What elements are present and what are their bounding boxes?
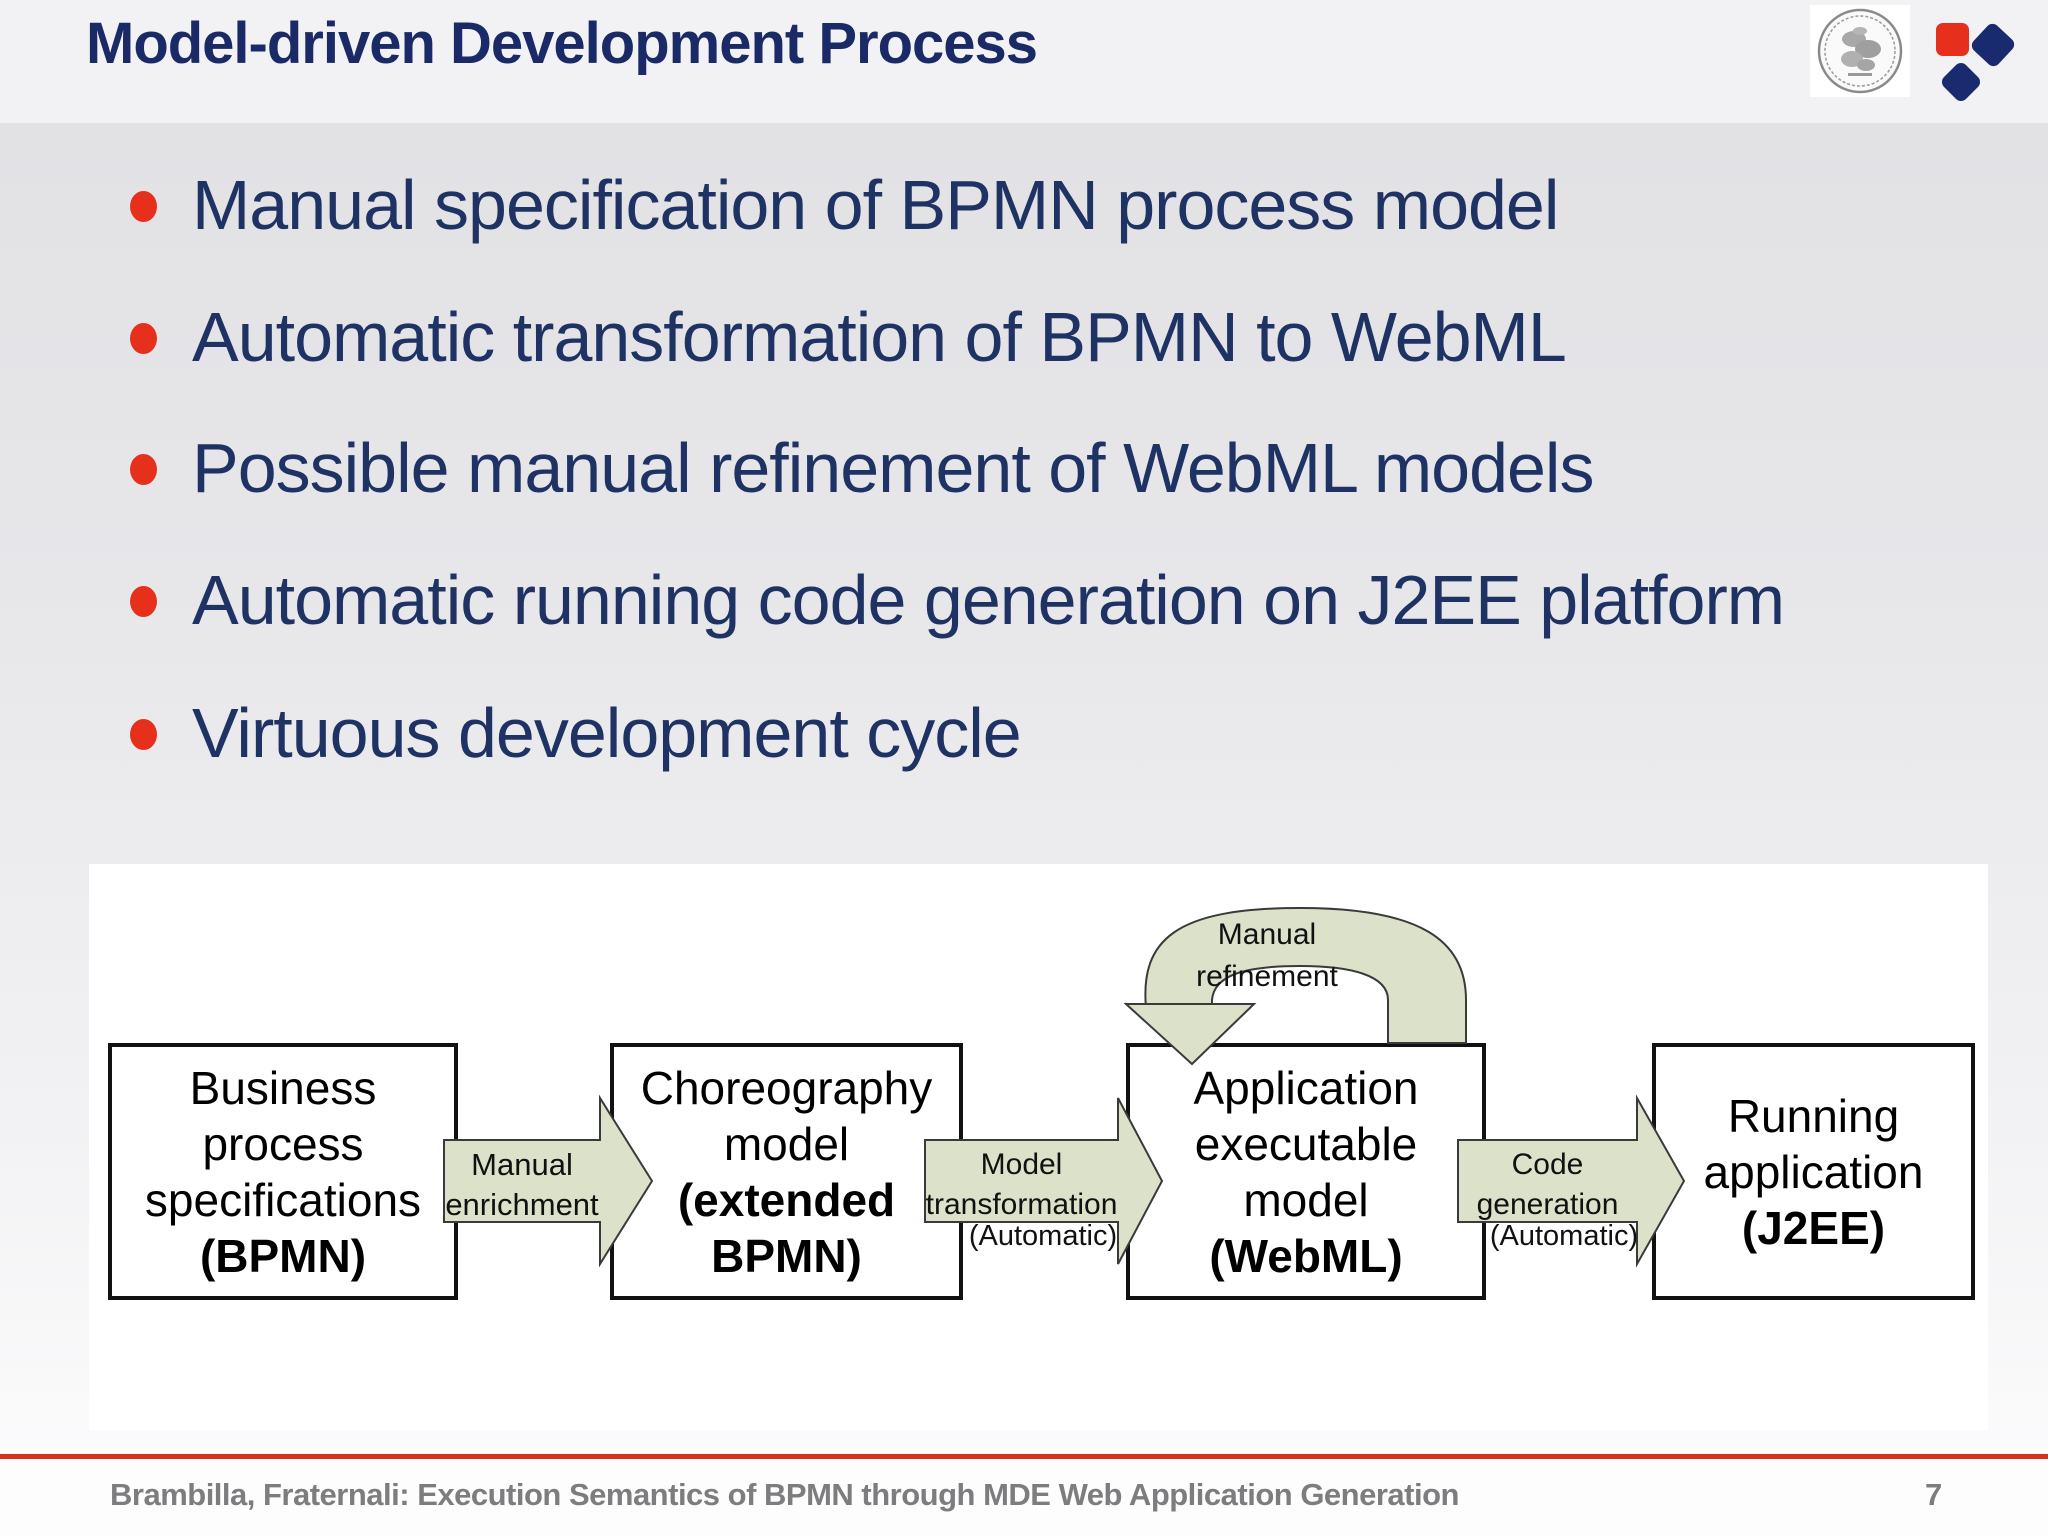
box-line: model <box>1243 1173 1369 1226</box>
title-band: Model-driven Development Process <box>0 0 2048 124</box>
arrow-label-line: generation <box>1476 1188 1619 1221</box>
box-line: specifications <box>144 1173 422 1226</box>
arrow-label-line: Manual <box>471 1147 573 1182</box>
brand-square-navy-bottom <box>1941 62 1981 102</box>
loop-label-manual-refinement: Manual refinement <box>1167 914 1367 998</box>
brand-square-red <box>1936 23 1969 56</box>
box-line: application <box>1703 1145 1924 1198</box>
university-seal-icon <box>1817 8 1903 94</box>
brand-square-navy-top <box>1971 23 2015 67</box>
bullet-dot-icon <box>130 719 157 750</box>
bullet-item: Manual specification of BPMN process mod… <box>130 165 1559 245</box>
box-line: process <box>202 1117 364 1170</box>
bullet-dot-icon <box>130 454 157 485</box>
bullet-text: Possible manual refinement of WebML mode… <box>192 429 1594 507</box>
arrow-label-model-transformation: Model transformation <box>925 1145 1118 1225</box>
bullet-text: Virtuous development cycle <box>192 694 1022 772</box>
box-line: Business <box>189 1061 377 1114</box>
bullet-dot-icon <box>130 191 157 222</box>
bullet-item: Possible manual refinement of WebML mode… <box>130 428 1594 508</box>
box-line: (BPMN) <box>199 1229 367 1282</box>
box-line: model <box>723 1117 850 1170</box>
university-seal-logo <box>1810 5 1910 97</box>
box-line: executable <box>1194 1117 1418 1170</box>
arrow-label-line: Model <box>980 1148 1063 1181</box>
box-line: (extended <box>677 1173 896 1226</box>
arrow-label-code-generation: Code generation <box>1458 1145 1637 1225</box>
bullet-item: Virtuous development cycle <box>130 693 1022 773</box>
box-line: Application <box>1193 1061 1419 1114</box>
arrow-label-line: transformation <box>925 1188 1118 1221</box>
box-line: Choreography <box>640 1061 933 1114</box>
bullet-text: Manual specification of BPMN process mod… <box>192 166 1559 244</box>
footer-accent-rule <box>0 1454 2048 1459</box>
box-line: Running <box>1727 1089 1900 1142</box>
brand-squares-icon <box>1936 23 2015 102</box>
bullet-dot-icon <box>130 323 157 354</box>
arrow-label-line: enrichment <box>445 1187 599 1222</box>
loop-label-line: Manual <box>1217 918 1317 951</box>
footer-page-number: 7 <box>1925 1477 1943 1512</box>
arrow-note-automatic: (Automatic) <box>1489 1220 1639 1252</box>
bullet-text: Automatic running code generation on J2E… <box>192 561 1785 639</box>
diagram-box-j2ee: Running application (J2EE) <box>1652 1043 1975 1300</box>
box-line: (J2EE) <box>1741 1201 1886 1254</box>
diagram-box-bpmn: Business process specifications (BPMN) <box>108 1043 458 1300</box>
page-title: Model-driven Development Process <box>86 11 1038 76</box>
diagram-box-choreography: Choreography model (extended BPMN) <box>610 1043 963 1300</box>
bullet-dot-icon <box>130 586 157 617</box>
diagram-box-webml: Application executable model (WebML) <box>1126 1043 1486 1300</box>
arrow-label-manual-enrichment: Manual enrichment <box>444 1145 600 1225</box>
box-line: (WebML) <box>1209 1229 1403 1282</box>
bullet-text: Automatic transformation of BPMN to WebM… <box>192 298 1567 376</box>
diagram-panel: Business process specifications (BPMN) C… <box>89 864 1988 1430</box>
arrow-label-line: Code <box>1511 1148 1584 1181</box>
arrow-note-automatic: (Automatic) <box>968 1220 1118 1252</box>
bullet-item: Automatic running code generation on J2E… <box>130 560 1785 640</box>
bullet-item: Automatic transformation of BPMN to WebM… <box>130 297 1567 377</box>
box-line: BPMN) <box>711 1229 862 1282</box>
footer-citation: Brambilla, Fraternali: Execution Semanti… <box>110 1477 1459 1512</box>
loop-label-line: refinement <box>1196 960 1338 993</box>
brand-logo <box>1930 16 2022 106</box>
